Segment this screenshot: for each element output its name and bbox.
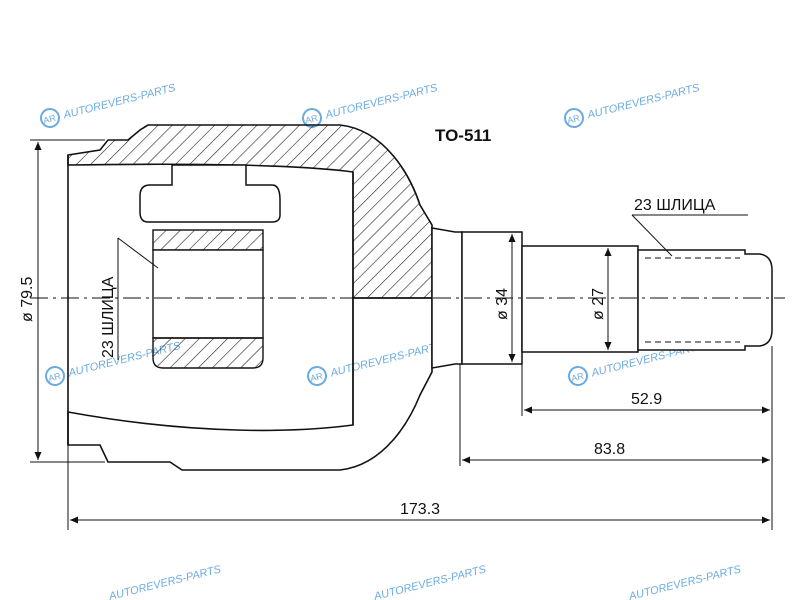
watermark-5: AR AUTOREVERS-PARTS: [307, 340, 444, 386]
watermark-7: AUTOREVERS-PARTS: [107, 563, 223, 600]
part-number-title: TO-511: [435, 126, 491, 145]
leader-line: [117, 237, 159, 269]
dimension-length-83: 83.8: [459, 364, 773, 466]
watermark-text: AUTOREVERS-PARTS: [61, 82, 177, 122]
watermark-logo-text: AR: [566, 113, 581, 126]
watermark-9: AUTOREVERS-PARTS: [627, 563, 743, 600]
watermark-2: AR AUTOREVERS-PARTS: [302, 82, 439, 128]
watermark-logo-text: AR: [309, 371, 324, 384]
length-83-label: 83.8: [594, 441, 625, 458]
watermark-logo: [564, 108, 584, 128]
inner-socket: [139, 164, 281, 369]
socket-spline-upper: [152, 229, 264, 251]
overall-length-label: 173.3: [400, 501, 440, 518]
dimension-length-52: 52.9: [521, 346, 773, 416]
watermark-logo-text: AR: [570, 371, 585, 384]
dimension-shaft-34: ø 34: [494, 234, 516, 362]
watermark-logo: [40, 108, 60, 128]
shaft-section-27: [521, 245, 639, 353]
watermark-logo: [307, 366, 327, 386]
shaft-27-label: ø 27: [590, 288, 607, 320]
watermark-8: AUTOREVERS-PARTS: [372, 563, 488, 600]
socket-spline-lower: [152, 337, 264, 369]
watermark-logo-text: AR: [304, 113, 319, 126]
watermark-text: AUTOREVERS-PARTS: [328, 340, 444, 380]
socket-bore: [152, 249, 264, 339]
watermark-text: AUTOREVERS-PARTS: [627, 563, 743, 600]
socket-top-cap: [139, 164, 281, 223]
outer-spline-callout: 23 ШЛИЦА: [631, 197, 748, 257]
dimension-outer-diameter: ø 79.5: [19, 139, 105, 463]
dimension-shaft-27: ø 27: [590, 248, 612, 350]
length-52-label: 52.9: [631, 391, 662, 408]
shaft-spline-end: [637, 249, 773, 351]
watermark-1: AR AUTOREVERS-PARTS: [40, 82, 177, 128]
dimension-overall-length: 173.3: [67, 445, 773, 530]
outer-spline-label: 23 ШЛИЦА: [634, 197, 716, 214]
inner-spline-callout: 23 ШЛИЦА: [100, 237, 159, 360]
shaft-34-label: ø 34: [494, 288, 511, 320]
watermark-text: AUTOREVERS-PARTS: [323, 82, 439, 122]
watermark-logo: [45, 366, 65, 386]
watermark-logo-text: AR: [42, 113, 57, 126]
watermark-logo-text: AR: [47, 371, 62, 384]
watermark-3: AR AUTOREVERS-PARTS: [564, 82, 701, 128]
inner-spline-label: 23 ШЛИЦА: [100, 276, 117, 358]
watermark-text: AUTOREVERS-PARTS: [372, 563, 488, 600]
watermark-logo: [568, 366, 588, 386]
outer-diameter-label: ø 79.5: [19, 277, 36, 322]
watermark-text: AUTOREVERS-PARTS: [585, 82, 701, 122]
leader-line: [631, 214, 673, 257]
watermark-text: AUTOREVERS-PARTS: [107, 563, 223, 600]
